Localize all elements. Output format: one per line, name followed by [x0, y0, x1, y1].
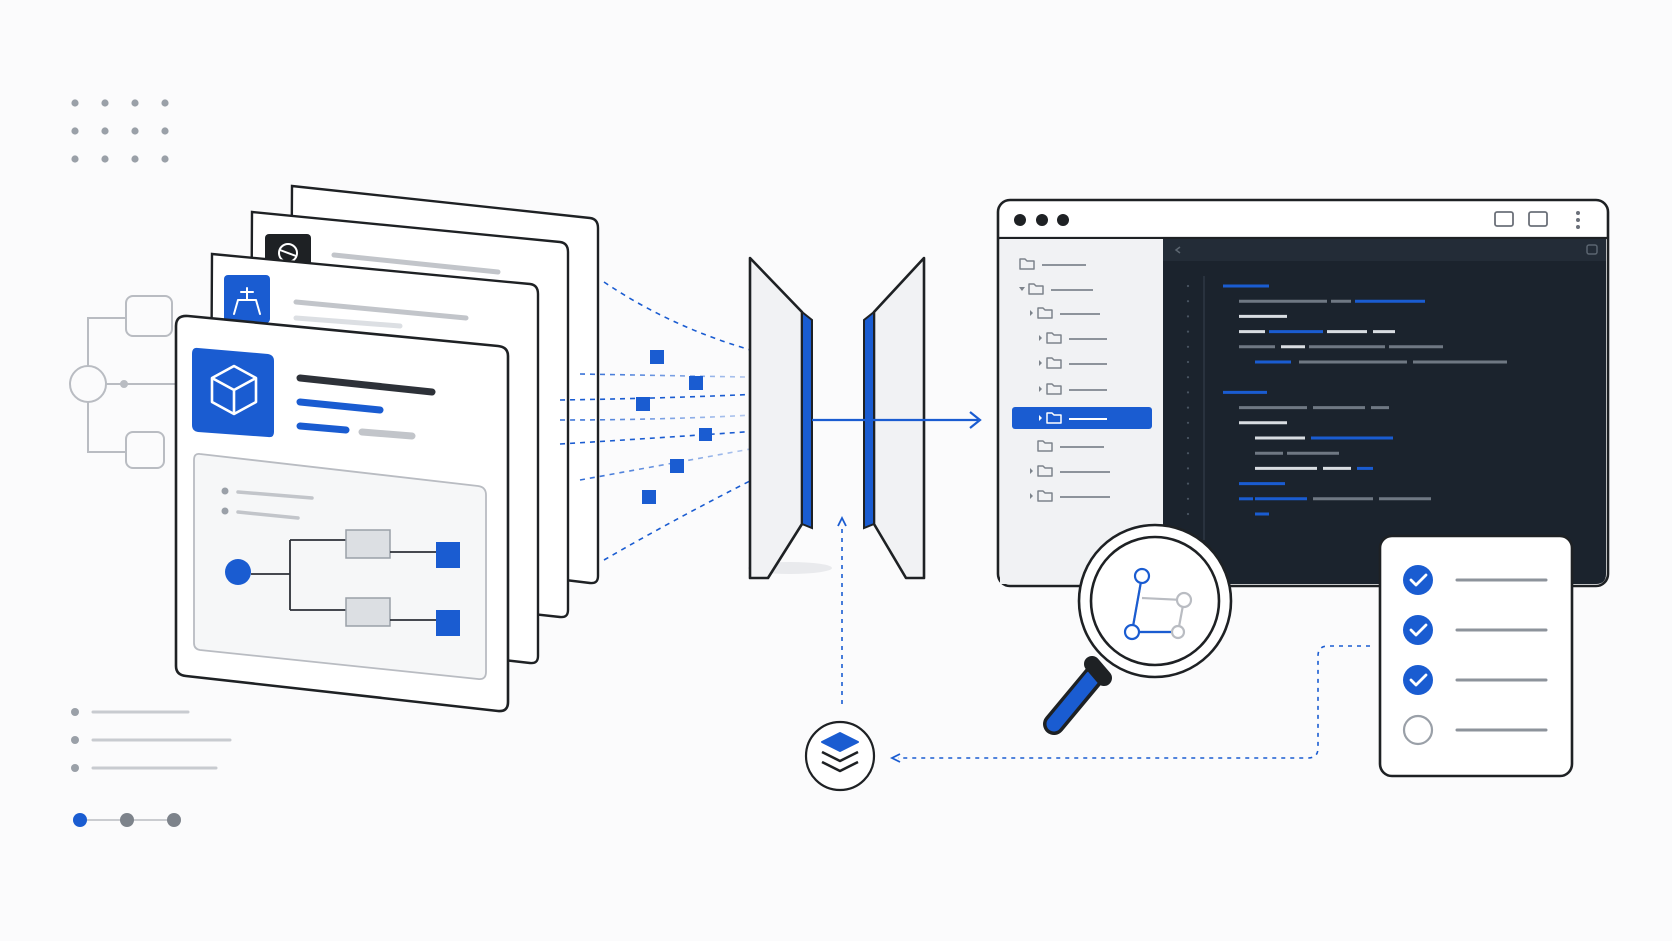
file-tree	[1012, 258, 1152, 502]
document-card-front	[174, 314, 510, 713]
layers-icon[interactable]	[804, 720, 876, 792]
document-inner-flowchart	[193, 452, 487, 681]
window-traffic-dots	[1014, 214, 1069, 226]
folder-icon	[1037, 307, 1053, 319]
checklist-item[interactable]	[1403, 615, 1548, 645]
code-editor-pane	[1163, 239, 1606, 584]
checklist-item[interactable]	[1403, 665, 1548, 695]
file-tree-item[interactable]	[1030, 465, 1110, 477]
pager-dot-active[interactable]	[73, 813, 87, 827]
file-tree-item[interactable]	[1030, 490, 1110, 502]
file-tree-item[interactable]	[1037, 440, 1104, 452]
graph-node-glyph	[1123, 567, 1193, 641]
maximize-icon[interactable]	[1494, 211, 1514, 227]
grid-dot	[101, 127, 109, 135]
folder-icon	[1028, 283, 1044, 295]
grid-dot	[161, 155, 169, 163]
folder-icon	[1037, 490, 1053, 502]
robot-arm-icon	[224, 275, 270, 323]
side-tree-diagram	[69, 295, 176, 469]
cube-icon	[192, 347, 274, 438]
grid-dot	[71, 99, 79, 107]
grid-dot	[161, 99, 169, 107]
folder-icon	[1046, 332, 1062, 344]
decorative-list	[71, 708, 232, 772]
processing-lens	[748, 256, 926, 580]
folder-icon	[1046, 383, 1062, 395]
magnifier-icon[interactable]	[1043, 523, 1233, 735]
document-stack	[174, 184, 600, 713]
checklist-card	[1378, 534, 1574, 778]
unchecked-circle	[1402, 714, 1434, 746]
folder-icon	[1037, 440, 1053, 452]
grid-dot	[101, 155, 109, 163]
file-tree-item[interactable]	[1019, 258, 1086, 270]
feedback-arrow-up	[837, 515, 847, 527]
folder-icon	[1037, 465, 1053, 477]
feedback-loop	[841, 524, 1370, 759]
folder-icon	[1046, 412, 1062, 424]
grid-dot	[131, 99, 139, 107]
data-packets	[636, 350, 712, 504]
pager-dot[interactable]	[120, 813, 134, 827]
lens-output-arrow	[812, 411, 982, 429]
grid-dot	[71, 155, 79, 163]
file-tree-item[interactable]	[1019, 283, 1093, 295]
file-tree-item[interactable]	[1039, 332, 1107, 344]
file-tree-item-active[interactable]	[1012, 407, 1152, 429]
kebab-menu-icon[interactable]	[1576, 211, 1580, 229]
grid-dot	[71, 127, 79, 135]
file-tree-item[interactable]	[1039, 357, 1107, 369]
folder-icon	[1019, 258, 1035, 270]
check-icon	[1403, 615, 1433, 645]
grid-dot	[131, 127, 139, 135]
pagination-stepper	[73, 813, 181, 827]
grid-dot	[101, 99, 109, 107]
checklist-item[interactable]	[1403, 565, 1548, 595]
pager-dot[interactable]	[167, 813, 181, 827]
checklist-items	[1402, 565, 1548, 746]
feedback-arrow-left	[889, 753, 901, 763]
file-tree-item[interactable]	[1030, 307, 1100, 319]
code-lines	[1186, 284, 1507, 516]
ide-window	[996, 198, 1610, 588]
folder-icon	[1046, 357, 1062, 369]
check-icon	[1403, 565, 1433, 595]
grid-dot	[131, 155, 139, 163]
restore-icon[interactable]	[1528, 211, 1548, 227]
check-icon	[1403, 665, 1433, 695]
decorative-dot-grid	[71, 99, 169, 163]
grid-dot	[161, 127, 169, 135]
checklist-item[interactable]	[1402, 714, 1548, 746]
file-tree-item[interactable]	[1039, 383, 1107, 395]
